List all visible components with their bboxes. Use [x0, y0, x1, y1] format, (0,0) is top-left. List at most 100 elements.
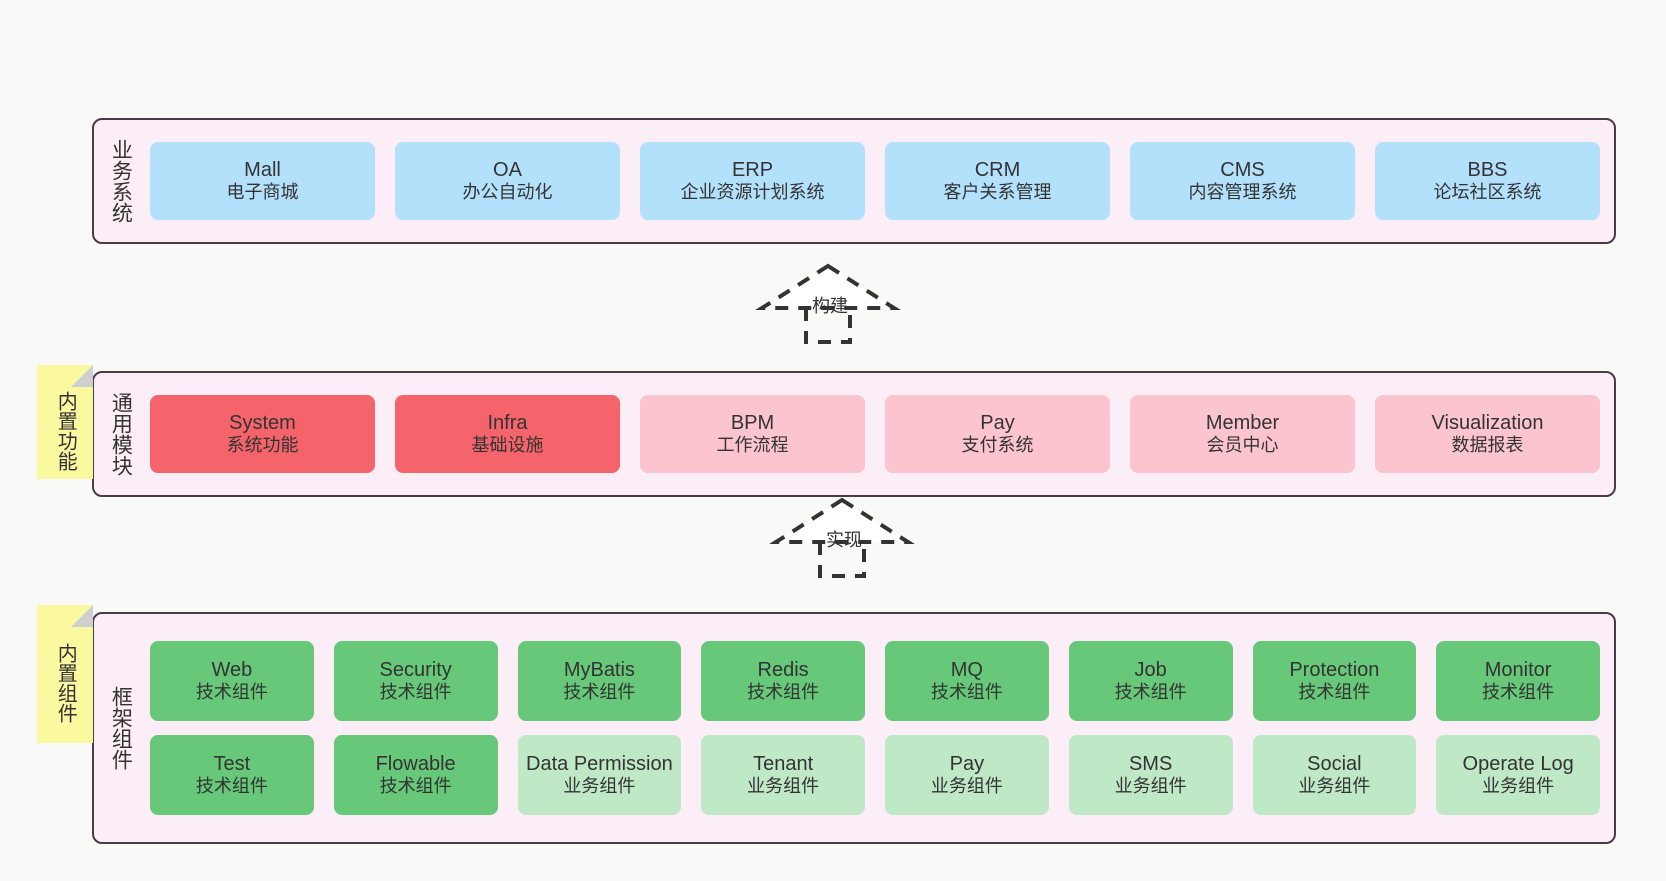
- layer-row: Mall 电子商城 OA 办公自动化 ERP 企业资源计划系统 CRM 客户关系…: [150, 142, 1600, 220]
- node-protection[interactable]: Protection 技术组件: [1252, 641, 1417, 721]
- node-title-cn: 电子商城: [226, 182, 299, 203]
- note-fold-corner-icon: [71, 365, 93, 387]
- node-title-cn: 业务组件: [563, 776, 636, 797]
- layer-row: Web 技术组件 Security 技术组件 MyBatis 技术组件 Redi…: [150, 641, 1600, 721]
- node-sms[interactable]: SMS 业务组件: [1068, 735, 1233, 815]
- node-title-en: Infra: [487, 411, 528, 434]
- node-title-en: Tenant: [753, 752, 814, 775]
- node-data-permission[interactable]: Data Permission 业务组件: [517, 735, 682, 815]
- node-title-cn: 论坛社区系统: [1433, 182, 1542, 203]
- node-oa[interactable]: OA 办公自动化: [395, 142, 620, 220]
- node-title-en: Test: [213, 752, 251, 775]
- node-title-en: Visualization: [1431, 411, 1544, 434]
- layer-title-common: 通用模块: [109, 392, 133, 476]
- node-bpm[interactable]: BPM 工作流程: [640, 395, 865, 473]
- node-title-cn: 办公自动化: [462, 182, 553, 203]
- node-erp[interactable]: ERP 企业资源计划系统: [640, 142, 865, 220]
- arrow-hollow-triangle-icon: [755, 263, 901, 310]
- note-builtin-component[interactable]: 内置组件: [37, 605, 93, 743]
- node-title-en: MyBatis: [563, 658, 635, 681]
- node-title-en: Security: [379, 658, 452, 681]
- node-title-cn: 业务组件: [1298, 776, 1371, 797]
- connector-build-label: 构建: [812, 296, 848, 316]
- node-title-en: Flowable: [375, 752, 456, 775]
- node-security[interactable]: Security 技术组件: [333, 641, 498, 721]
- node-title-en: Member: [1205, 411, 1280, 434]
- node-system[interactable]: System 系统功能: [150, 395, 375, 473]
- node-flowable[interactable]: Flowable 技术组件: [333, 735, 498, 815]
- node-job[interactable]: Job 技术组件: [1068, 641, 1233, 721]
- arrow-stem-icon: [818, 542, 866, 578]
- layer-title-framework: 框架组件: [109, 686, 133, 770]
- node-tenant[interactable]: Tenant 业务组件: [701, 735, 865, 815]
- node-title-cn: 工作流程: [716, 435, 789, 456]
- node-title-en: Pay: [949, 752, 985, 775]
- layer-common-modules: 通用模块 System 系统功能 Infra 基础设施 BPM 工作流程 Pay: [92, 371, 1616, 497]
- node-title-en: Redis: [757, 658, 809, 681]
- node-title-en: CMS: [1220, 158, 1265, 181]
- node-cms[interactable]: CMS 内容管理系统: [1130, 142, 1355, 220]
- node-visualization[interactable]: Visualization 数据报表: [1375, 395, 1600, 473]
- layer-row: Test 技术组件 Flowable 技术组件 Data Permission …: [150, 735, 1600, 815]
- node-pay-module[interactable]: Pay 支付系统: [885, 395, 1110, 473]
- node-title-en: CRM: [974, 158, 1021, 181]
- connector-build-arrow: [755, 262, 901, 344]
- node-title-en: OA: [493, 158, 522, 181]
- node-crm[interactable]: CRM 客户关系管理: [885, 142, 1110, 220]
- layer-body-business: Mall 电子商城 OA 办公自动化 ERP 企业资源计划系统 CRM 客户关系…: [146, 120, 1614, 242]
- node-mybatis[interactable]: MyBatis 技术组件: [517, 641, 682, 721]
- node-social[interactable]: Social 业务组件: [1252, 735, 1417, 815]
- node-title-cn: 技术组件: [747, 682, 820, 703]
- node-title-en: Web: [211, 658, 253, 681]
- node-title-cn: 业务组件: [930, 776, 1003, 797]
- node-title-en: MQ: [950, 658, 983, 681]
- note-label: 内置功能: [54, 391, 77, 471]
- node-pay-component[interactable]: Pay 业务组件: [885, 735, 1049, 815]
- node-monitor[interactable]: Monitor 技术组件: [1436, 641, 1600, 721]
- node-title-cn: 数据报表: [1451, 435, 1524, 456]
- layer-body-framework: Web 技术组件 Security 技术组件 MyBatis 技术组件 Redi…: [146, 614, 1614, 842]
- node-redis[interactable]: Redis 技术组件: [701, 641, 865, 721]
- node-title-cn: 企业资源计划系统: [680, 182, 825, 203]
- layer-business-systems: 业务系统 Mall 电子商城 OA 办公自动化 ERP 企业资源计划系统 CRM: [92, 118, 1616, 244]
- node-title-cn: 技术组件: [195, 776, 268, 797]
- node-title-cn: 基础设施: [471, 435, 544, 456]
- layer-row: System 系统功能 Infra 基础设施 BPM 工作流程 Pay 支付系统…: [150, 395, 1600, 473]
- node-title-en: Mall: [244, 158, 281, 181]
- node-title-en: Job: [1134, 658, 1167, 681]
- node-bbs[interactable]: BBS 论坛社区系统: [1375, 142, 1600, 220]
- node-title-cn: 会员中心: [1206, 435, 1279, 456]
- note-fold-corner-icon: [71, 605, 93, 627]
- node-title-en: Social: [1307, 752, 1362, 775]
- node-title-en: SMS: [1128, 752, 1173, 775]
- note-builtin-function[interactable]: 内置功能: [37, 365, 93, 479]
- node-title-en: BBS: [1467, 158, 1508, 181]
- node-title-cn: 技术组件: [930, 682, 1003, 703]
- node-member[interactable]: Member 会员中心: [1130, 395, 1355, 473]
- node-title-en: ERP: [731, 158, 774, 181]
- node-mq[interactable]: MQ 技术组件: [885, 641, 1049, 721]
- node-title-en: Data Permission: [526, 752, 673, 775]
- node-title-en: Pay: [980, 411, 1015, 434]
- arrow-stem-icon: [804, 308, 852, 344]
- node-title-en: Operate Log: [1462, 752, 1574, 775]
- node-title-cn: 业务组件: [1114, 776, 1187, 797]
- node-title-en: BPM: [730, 411, 775, 434]
- node-title-cn: 业务组件: [1482, 776, 1555, 797]
- node-test[interactable]: Test 技术组件: [150, 735, 314, 815]
- node-title-cn: 技术组件: [1482, 682, 1555, 703]
- connector-implement-label: 实现: [826, 530, 862, 550]
- node-operate-log[interactable]: Operate Log 业务组件: [1436, 735, 1600, 815]
- node-web[interactable]: Web 技术组件: [150, 641, 314, 721]
- node-mall[interactable]: Mall 电子商城: [150, 142, 375, 220]
- arrow-hollow-triangle-icon: [769, 497, 915, 544]
- layer-body-common: System 系统功能 Infra 基础设施 BPM 工作流程 Pay 支付系统…: [146, 373, 1614, 495]
- node-title-cn: 业务组件: [747, 776, 820, 797]
- node-infra[interactable]: Infra 基础设施: [395, 395, 620, 473]
- node-title-cn: 系统功能: [226, 435, 299, 456]
- node-title-cn: 技术组件: [1114, 682, 1187, 703]
- node-title-cn: 技术组件: [1298, 682, 1371, 703]
- layer-title-business: 业务系统: [109, 139, 133, 223]
- node-title-en: Monitor: [1484, 658, 1552, 681]
